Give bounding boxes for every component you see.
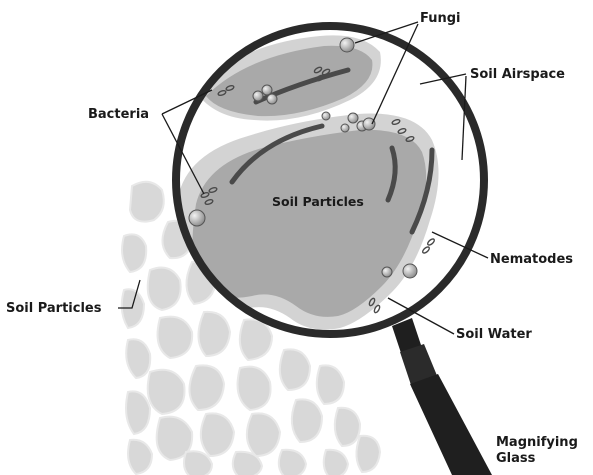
label-glass: Glass [496, 452, 535, 466]
soil-particle [198, 312, 230, 356]
label-fungi: Fungi [420, 12, 461, 26]
fungal-spore [253, 91, 263, 101]
soil-particle [158, 317, 193, 358]
label-magnifying: Magnifying [496, 436, 578, 450]
soil-particle [126, 339, 150, 378]
soil-particle [279, 450, 306, 475]
soil-particle [130, 182, 164, 222]
soil-particle [238, 367, 271, 410]
label-soil-particles-left: Soil Particles [6, 302, 101, 316]
label-soil-water: Soil Water [456, 328, 532, 342]
soil-particle [148, 370, 185, 414]
fungal-spore [267, 94, 277, 104]
fungal-spore [262, 85, 272, 95]
soil-particle [280, 349, 310, 390]
soil-particle [240, 319, 272, 360]
soil-particle [335, 408, 360, 446]
soil-particle [356, 436, 380, 472]
soil-particle [122, 234, 146, 272]
fungal-spore [403, 264, 417, 278]
label-nematodes: Nematodes [490, 253, 573, 267]
fungal-spore [189, 210, 205, 226]
soil-particle [201, 413, 234, 456]
soil-particle [189, 365, 224, 410]
soil-particle [317, 365, 344, 404]
soil-particle [148, 268, 181, 310]
soil-particle [126, 391, 150, 434]
fungal-spore [363, 118, 375, 130]
label-soil-airspace: Soil Airspace [470, 68, 565, 82]
soil-particle [128, 440, 152, 474]
label-bacteria: Bacteria [88, 108, 149, 122]
soil-particle [247, 413, 280, 456]
fungal-spore [341, 124, 349, 132]
soil-particle [292, 399, 322, 442]
fungal-spore [340, 38, 354, 52]
fungal-spore [382, 267, 392, 277]
fungal-spore [322, 112, 330, 120]
soil-particle [324, 450, 348, 475]
fungal-spore [348, 113, 358, 123]
label-soil-particles-center: Soil Particles [272, 195, 364, 209]
